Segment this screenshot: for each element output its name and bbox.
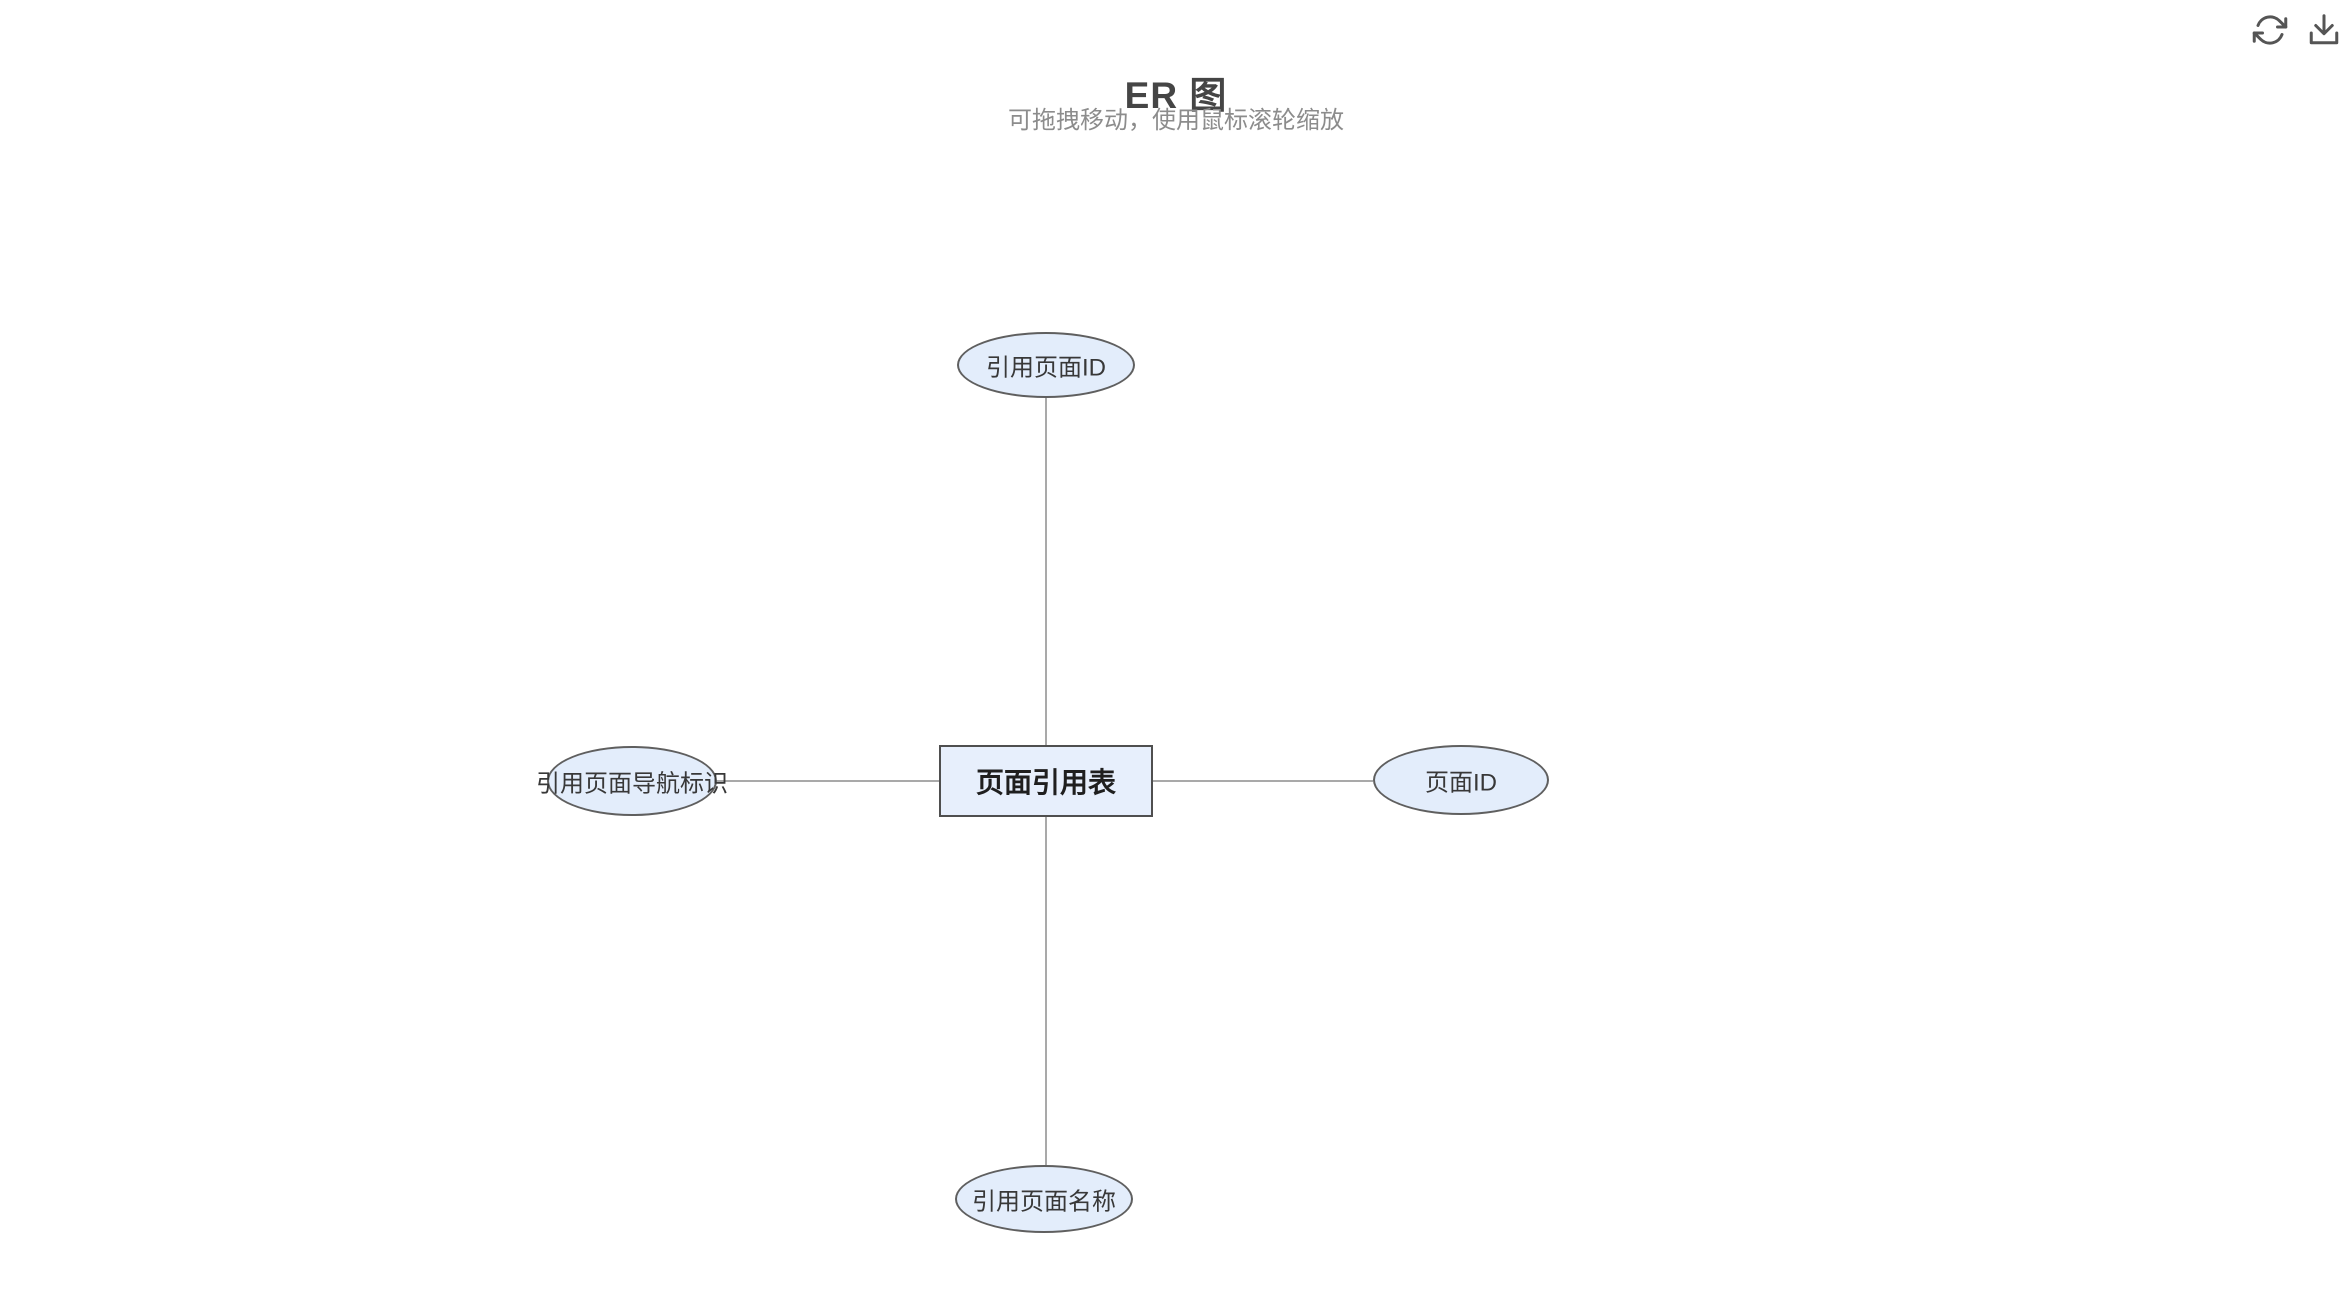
attribute-label: 引用页面导航标识 bbox=[536, 770, 728, 798]
edge-entity-to-top-attribute bbox=[1045, 397, 1047, 745]
page-title: ER 图 bbox=[1124, 74, 1228, 116]
attribute-node-left[interactable]: 引用页面导航标识 bbox=[536, 746, 728, 816]
download-icon bbox=[2306, 12, 2342, 48]
toolbar bbox=[2252, 12, 2342, 48]
download-button[interactable] bbox=[2306, 12, 2342, 48]
edge-entity-to-right-attribute bbox=[1153, 780, 1373, 782]
edge-entity-to-bottom-attribute bbox=[1045, 817, 1047, 1165]
attribute-node-right[interactable]: 页面ID bbox=[1373, 745, 1549, 815]
attribute-node-bottom[interactable]: 引用页面名称 bbox=[955, 1165, 1133, 1233]
page-subtitle: 可拖拽移动，使用鼠标滚轮缩放 bbox=[1008, 107, 1344, 134]
entity-label: 页面引用表 bbox=[975, 767, 1116, 798]
attribute-node-top[interactable]: 引用页面ID bbox=[957, 332, 1135, 398]
attribute-label: 引用页面名称 bbox=[972, 1188, 1116, 1216]
refresh-icon bbox=[2252, 12, 2288, 48]
attribute-label: 引用页面ID bbox=[986, 354, 1106, 382]
entity-node[interactable]: 页面引用表 bbox=[939, 745, 1153, 817]
attribute-label: 页面ID bbox=[1425, 769, 1497, 797]
refresh-button[interactable] bbox=[2252, 12, 2288, 48]
edge-entity-to-left-attribute bbox=[716, 780, 939, 782]
